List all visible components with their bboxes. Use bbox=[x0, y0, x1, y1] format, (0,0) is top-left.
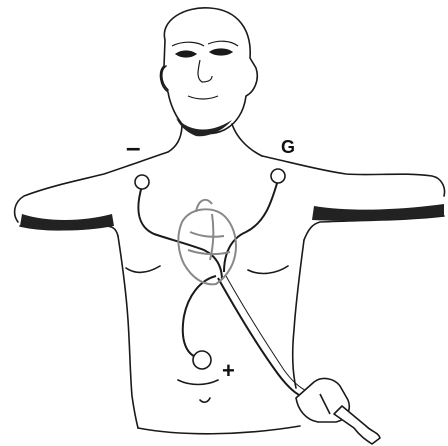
ecg-connector-plug bbox=[296, 379, 380, 444]
torso-right bbox=[293, 240, 304, 388]
right-shoulder-arm bbox=[262, 156, 445, 196]
abdomen-line bbox=[178, 380, 218, 385]
neck-left bbox=[168, 124, 182, 152]
negative-electrode-label: – bbox=[126, 134, 140, 160]
eye-right bbox=[210, 49, 232, 55]
waist-line bbox=[138, 426, 300, 434]
main-cable-inner bbox=[226, 276, 316, 394]
heart-icon bbox=[178, 200, 236, 284]
brow bbox=[172, 41, 238, 46]
neck-right bbox=[232, 124, 262, 156]
positive-electrode-label: + bbox=[222, 360, 235, 382]
navel bbox=[200, 398, 210, 402]
beard-shadow bbox=[176, 118, 232, 136]
electrode-pos bbox=[193, 351, 211, 369]
face-features bbox=[172, 41, 238, 99]
ground-electrode-label: G bbox=[281, 138, 295, 156]
torso-left bbox=[118, 236, 138, 428]
eye-left bbox=[176, 51, 196, 57]
electrode-neg bbox=[135, 175, 149, 189]
electrode-g bbox=[271, 169, 285, 183]
lead-wire-pos bbox=[183, 276, 216, 358]
electrodes bbox=[135, 169, 285, 369]
chest-line-left bbox=[126, 266, 160, 272]
head bbox=[161, 8, 258, 134]
chest-line-right bbox=[248, 266, 288, 273]
nose bbox=[198, 60, 212, 82]
mouth bbox=[188, 96, 218, 99]
left-arm-shadow bbox=[20, 214, 114, 231]
